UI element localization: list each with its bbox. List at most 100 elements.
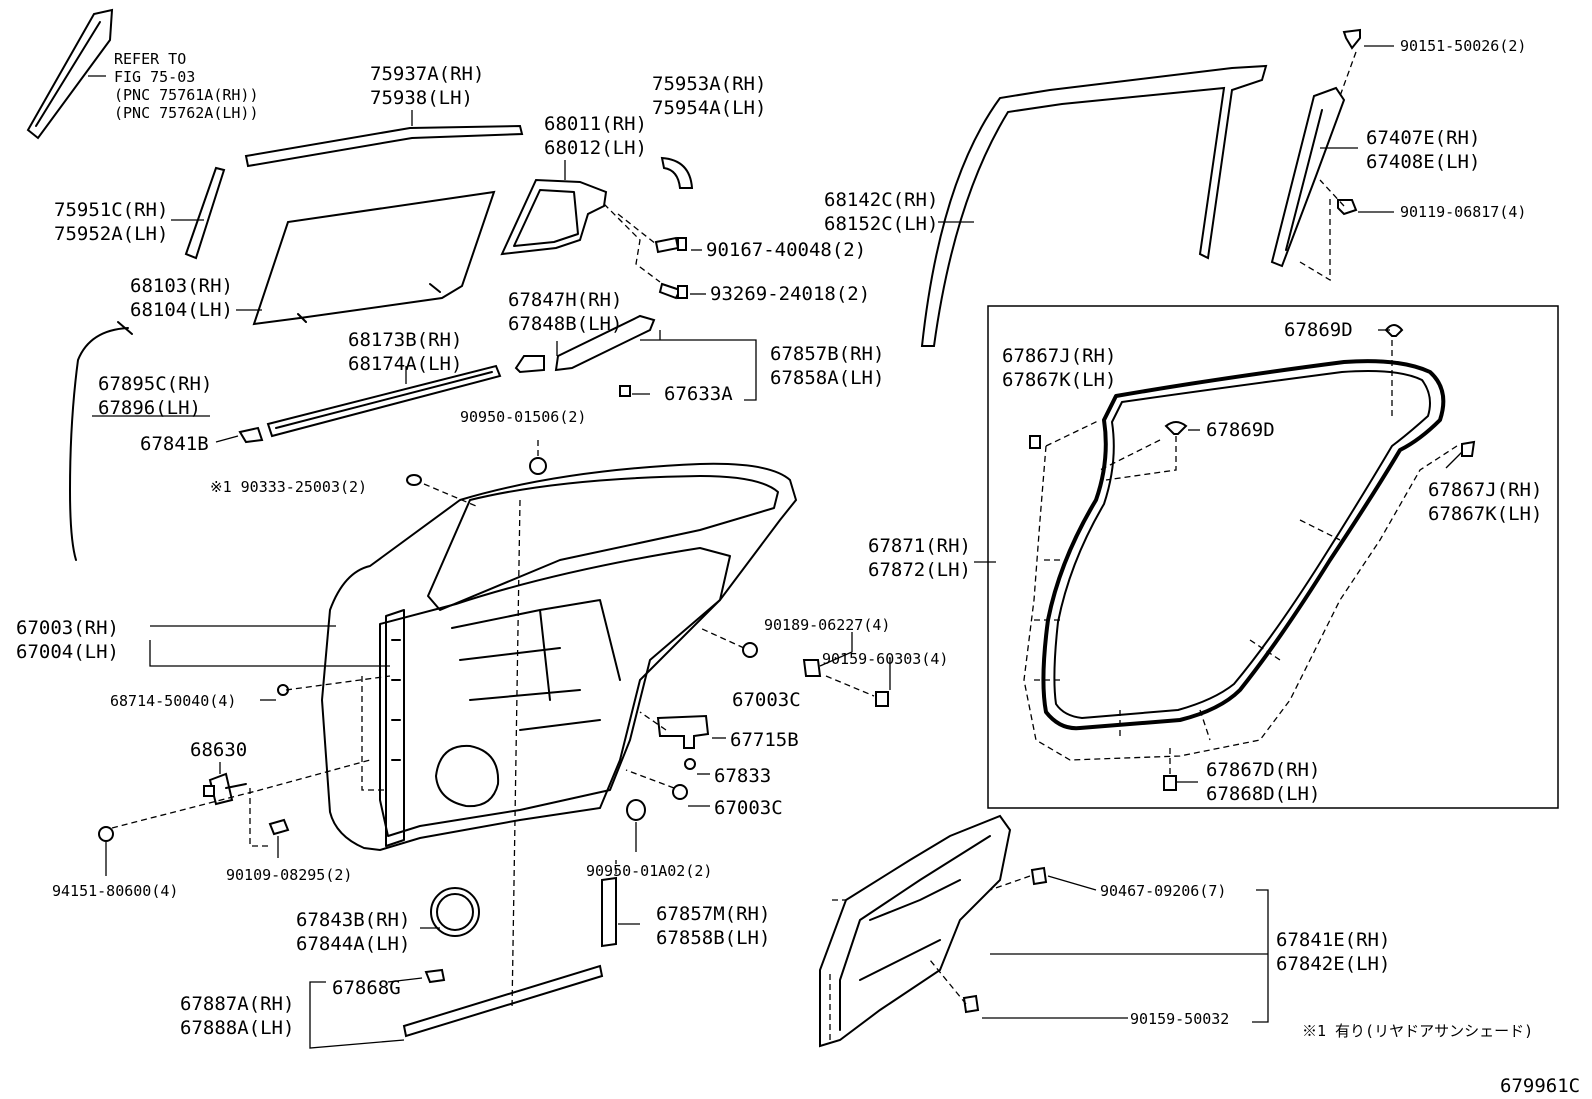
- label-refer-note: REFER TO FIG 75-03 (PNC 75761A(RH)) (PNC…: [114, 50, 259, 122]
- front-quarter-trim-edge: [35, 21, 101, 127]
- nut-67003c-b: [672, 784, 688, 800]
- clip-90189: [802, 659, 822, 677]
- hole-plug-90950: [529, 457, 547, 475]
- label-75953a: 75953A(RH): [652, 73, 766, 95]
- label-67858b: 67858B(LH): [656, 927, 770, 949]
- label-67843b: 67843B(RH): [296, 909, 410, 931]
- weatherstrip-detail-box: [987, 305, 1559, 809]
- label-90189: 90189-06227(4): [764, 616, 890, 634]
- division-channel: [1270, 86, 1346, 268]
- label-68173b: 68173B(RH): [348, 329, 462, 351]
- label-90950-01506: 90950-01506(2): [460, 408, 586, 426]
- label-75938: 75938(LH): [370, 87, 473, 109]
- label-75954a: 75954A(LH): [652, 97, 766, 119]
- footnote-japanese: ※1 有り(リヤドアサンシェード): [1302, 1022, 1533, 1040]
- door-opening-weatherstrip: [1041, 359, 1446, 731]
- label-67841b: 67841B: [140, 433, 209, 455]
- label-67895c: 67895C(RH): [98, 373, 212, 395]
- clip-67869d-mid: [1164, 421, 1188, 435]
- clip-67867jk-right: [1461, 440, 1476, 457]
- bumper-90333: [406, 474, 422, 486]
- screw-90151: [1342, 28, 1361, 50]
- label-67003: 67003(RH): [16, 617, 119, 639]
- label-67857m: 67857M(RH): [656, 903, 770, 925]
- label-90151: 90151-50026(2): [1400, 37, 1526, 55]
- label-67004: 67004(LH): [16, 641, 119, 663]
- rear-door-window-opening: [427, 475, 779, 611]
- label-68152c: 68152C(LH): [824, 213, 938, 235]
- label-67847h: 67847H(RH): [508, 289, 622, 311]
- bolt-90109: [268, 818, 290, 836]
- door-frame-weatherstrip: [920, 64, 1268, 347]
- label-68011: 68011(RH): [544, 113, 647, 135]
- service-hole-cover-inner: [436, 893, 474, 931]
- rear-door-hinge-side: [385, 609, 405, 847]
- clip-67869d-top: [1384, 324, 1404, 337]
- label-90159-60303: 90159-60303(4): [822, 650, 948, 668]
- clip-67833: [684, 758, 696, 770]
- service-cover-detail: [839, 835, 991, 1031]
- label-75937a: 75937A(RH): [370, 63, 484, 85]
- glass-clip: [297, 283, 441, 323]
- service-hole-cover-67841e: [819, 814, 1012, 1048]
- label-94151: 94151-80600(4): [52, 882, 178, 900]
- lock-cable-end: [117, 321, 133, 335]
- clip-67867jk-left: [1029, 435, 1041, 449]
- rear-door-inner-detail: [451, 599, 621, 731]
- rear-door-panel: [320, 462, 798, 852]
- label-90167: 90167-40048(2): [706, 239, 866, 261]
- refer-line-3: (PNC 75761A(RH)): [114, 86, 259, 104]
- rear-door-inner-panel: [379, 547, 731, 837]
- label-67842e: 67842E(LH): [1276, 953, 1390, 975]
- quarter-window-glass: [513, 189, 579, 247]
- nut-67003c-a: [742, 642, 758, 658]
- clip-67868g: [424, 968, 446, 984]
- hole-plug-90950-01a02: [626, 799, 646, 821]
- label-68012: 68012(LH): [544, 137, 647, 159]
- label-67867d: 67867D(RH): [1206, 759, 1320, 781]
- label-68174a: 68174A(LH): [348, 353, 462, 375]
- refer-line-4: (PNC 75762A(LH)): [114, 104, 259, 122]
- label-93269: 93269-24018(2): [710, 283, 870, 305]
- label-67871: 67871(RH): [868, 535, 971, 557]
- label-67844a: 67844A(LH): [296, 933, 410, 955]
- label-67868g: 67868G: [332, 977, 401, 999]
- refer-line-2: FIG 75-03: [114, 68, 195, 86]
- clip-67867d: [1163, 775, 1177, 791]
- lower-door-weatherstrip: [402, 964, 604, 1038]
- quarter-window-frame: [500, 178, 608, 256]
- clip-67841b: [238, 426, 264, 444]
- door-glass: [252, 190, 496, 326]
- label-67003c-b: 67003C: [714, 797, 783, 819]
- label-67408e: 67408E(LH): [1366, 151, 1480, 173]
- refer-line-1: REFER TO: [114, 50, 186, 68]
- window-run-lower: [554, 314, 656, 372]
- outer-belt-moulding: [244, 124, 524, 168]
- label-67848b: 67848B(LH): [508, 313, 622, 335]
- division-bar-trim: [184, 166, 226, 260]
- bolt-90159-60303: [875, 691, 889, 707]
- rear-door-speaker: [435, 744, 500, 808]
- lock-cable: [69, 327, 129, 561]
- weatherstrip-dashed-inner: [1030, 419, 1341, 741]
- label-67867k-right: 67867K(LH): [1428, 503, 1542, 525]
- label-67867j-right: 67867J(RH): [1428, 479, 1542, 501]
- label-90109: 90109-08295(2): [226, 866, 352, 884]
- rear-lower-channel: [601, 876, 617, 948]
- label-67833: 67833: [714, 765, 771, 787]
- label-67407e: 67407E(RH): [1366, 127, 1480, 149]
- label-67896: 67896(LH): [98, 397, 201, 419]
- door-opening-weatherstrip-inner: [1053, 370, 1431, 719]
- label-67858a: 67858A(LH): [770, 367, 884, 389]
- label-90159-50032: 90159-50032: [1130, 1010, 1229, 1028]
- label-67869d-mid: 67869D: [1206, 419, 1275, 441]
- label-90467: 90467-09206(7): [1100, 882, 1226, 900]
- label-90950-01a02: 90950-01A02(2): [586, 862, 712, 880]
- label-67888a: 67888A(LH): [180, 1017, 294, 1039]
- label-90119: 90119-06817(4): [1400, 203, 1526, 221]
- bolt-93269: [658, 282, 688, 300]
- label-68714: 68714-50040(4): [110, 692, 236, 710]
- door-lock-68630: [203, 772, 247, 806]
- label-67633a: 67633A: [664, 383, 733, 405]
